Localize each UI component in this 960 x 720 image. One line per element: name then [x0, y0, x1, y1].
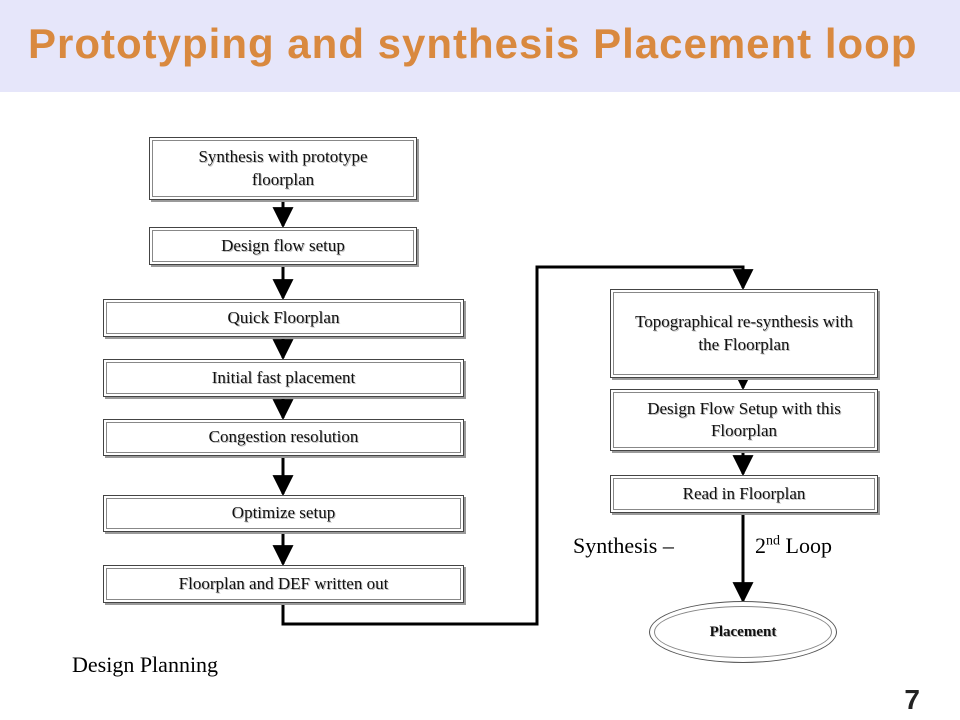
step-label: Initial fast placement [211, 367, 356, 387]
step-quick-floorplan: Quick Floorplan [103, 299, 464, 337]
design-planning-caption: Design Planning [72, 652, 219, 677]
loop-ordinal: nd [766, 533, 780, 549]
step-read-in-floorplan: Read in Floorplan [610, 475, 878, 513]
loop-connector [281, 265, 754, 626]
title-band [0, 0, 960, 92]
step-optimize-setup: Optimize setup [103, 495, 464, 532]
step-topographical-resynthesis: Topographical re-synthesis with the Floo… [610, 289, 878, 378]
loop-number: 2 [755, 533, 766, 558]
step-label: Read in Floorplan [682, 483, 806, 503]
step-congestion-resolution: Congestion resolution [103, 419, 464, 456]
step-label: Design flow setup [221, 235, 345, 255]
loop-word: Loop [780, 533, 832, 558]
placement-label: Placement [709, 623, 777, 640]
step-label: Congestion resolution [208, 427, 359, 447]
step-design-flow-setup: Design flow setup [149, 227, 417, 265]
synthesis-loop-caption-prefix: Synthesis – [573, 533, 674, 558]
placement-terminal: Placement [649, 601, 837, 663]
slide-title: Prototyping and synthesis Placement loop [28, 20, 918, 67]
page-number: 7 [904, 684, 920, 715]
step-floorplan-def-written: Floorplan and DEF written out [103, 565, 464, 603]
step-label: Design Flow Setup with this Floorplan [647, 398, 841, 440]
step-label: Optimize setup [231, 503, 336, 523]
step-label: Synthesis with prototype floorplan [198, 147, 368, 189]
step-synthesis-prototype: Synthesis with prototype floorplan [149, 137, 417, 200]
step-flow-setup-floorplan: Design Flow Setup with this Floorplan [610, 389, 878, 451]
step-label: Floorplan and DEF written out [178, 573, 389, 593]
step-initial-fast-placement: Initial fast placement [103, 359, 464, 397]
synthesis-loop-caption-suffix: 2nd Loop [755, 533, 832, 559]
step-label: Topographical re-synthesis with the Floo… [635, 312, 853, 354]
step-label: Quick Floorplan [227, 307, 340, 327]
